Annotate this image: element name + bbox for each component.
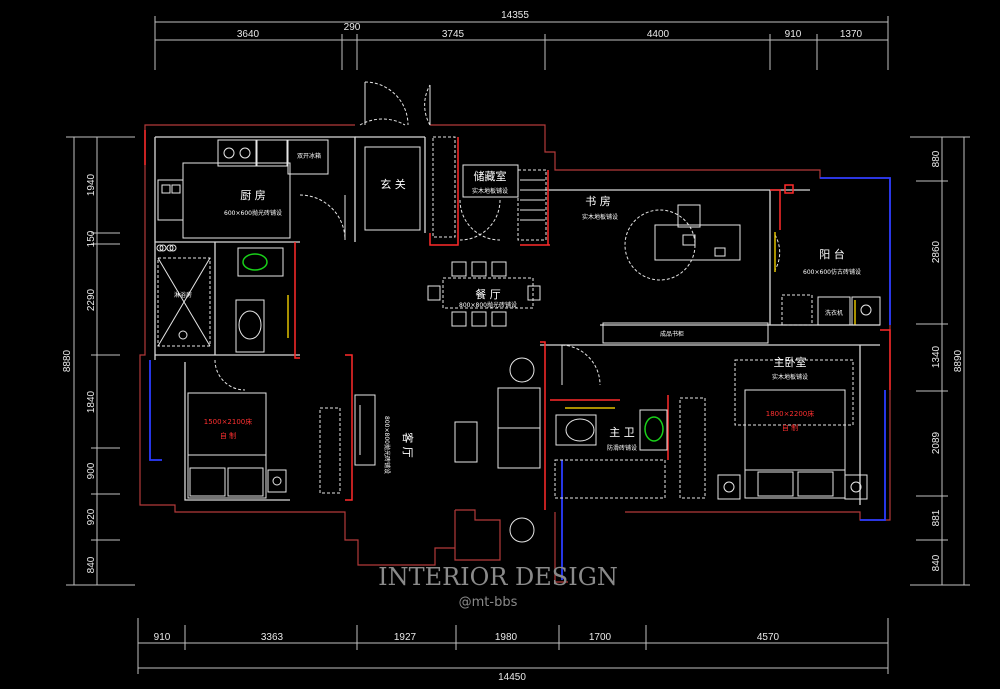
- bottom-dimension-lines: [137, 618, 889, 674]
- bottom-dimension-4: 1980: [495, 632, 518, 643]
- top-total-dimension: 14355: [501, 10, 529, 21]
- bottom-dimension-1: 910: [154, 632, 171, 643]
- master-bedroom-label: 主卧室: [774, 355, 807, 369]
- left-dimension-5: 900: [86, 462, 97, 479]
- right-dimension-1: 880: [931, 150, 942, 167]
- left-dimension-3: 2290: [86, 288, 97, 311]
- study-floor-note: 实木地板铺设: [582, 213, 618, 221]
- study-label: 书 房: [585, 195, 611, 208]
- bed-2-size-label: 1800×2200床: [766, 409, 815, 418]
- entrance-label: 玄 关: [380, 177, 406, 191]
- balcony-floor-note: 600×600仿古砖铺设: [803, 268, 861, 276]
- balcony-label: 阳 台: [819, 247, 845, 261]
- doors: [214, 81, 856, 409]
- master-bedroom-fixtures: [717, 359, 868, 500]
- bottom-dimension-6: 4570: [757, 632, 780, 643]
- bedroom-1-fixtures: [187, 392, 287, 499]
- dining-floor-note: 800×800抛光砖铺设: [459, 301, 517, 309]
- interior-walls: [154, 136, 880, 505]
- storage-shelf-lines: [520, 179, 545, 221]
- left-dimension-lines: [66, 136, 135, 586]
- right-dimension-3: 1340: [931, 345, 942, 368]
- right-dimension-2: 2860: [931, 240, 942, 263]
- left-dimension-2: 150: [86, 230, 97, 247]
- storage-floor-note: 实木地板铺设: [472, 187, 508, 195]
- dining-fixtures: [427, 261, 541, 383]
- watermark-title: INTERIOR DESIGN: [378, 563, 618, 591]
- bottom-dimension-3: 1927: [394, 632, 417, 643]
- washer-label: 洗衣机: [825, 309, 843, 317]
- kitchen-floor-note: 600×600抛光砖铺设: [224, 209, 282, 217]
- shower-room-fixtures: [157, 244, 284, 353]
- right-dimension-lines: [910, 136, 970, 586]
- kitchen-fixtures: [156, 139, 329, 252]
- right-dimension-5: 881: [931, 509, 942, 526]
- left-dimension-1: 1940: [86, 173, 97, 196]
- entrance-fixtures: [364, 136, 547, 241]
- bed-1-note: 自 制: [220, 431, 236, 440]
- living-room-label: 客 厅: [401, 432, 415, 458]
- balcony-fixtures: [781, 294, 881, 326]
- storage-label: 储藏室: [474, 169, 507, 183]
- left-dimension-6: 920: [86, 508, 97, 525]
- dining-label: 餐 厅: [475, 287, 501, 301]
- red-partition-walls: [144, 130, 891, 510]
- bottom-dimension-2: 3363: [261, 632, 284, 643]
- left-total-dimension: 8880: [62, 349, 73, 372]
- top-dimension-6: 1370: [840, 29, 863, 40]
- right-dimension-4: 2089: [931, 431, 942, 454]
- living-room-floor-note: 800×800抛光砖铺设: [383, 416, 391, 474]
- study-fixtures: [602, 204, 769, 344]
- top-dimension-3: 3745: [442, 29, 465, 40]
- top-dimension-2: 290: [344, 22, 361, 33]
- bottom-dimension-5: 1700: [589, 632, 612, 643]
- bed-2-note: 自 制: [782, 423, 798, 432]
- right-total-dimension: 8890: [953, 349, 964, 372]
- exterior-walls: [139, 124, 891, 583]
- master-bedroom-floor-note: 实木地板铺设: [772, 373, 808, 381]
- master-bath-label: 主 卫: [609, 426, 635, 439]
- top-dimension-4: 4400: [647, 29, 670, 40]
- living-room-fixtures: [319, 387, 541, 543]
- watermark-handle: @mt-bbs: [459, 595, 518, 610]
- top-dimension-1: 3640: [237, 29, 260, 40]
- left-dimension-4: 1840: [86, 390, 97, 413]
- master-bath-floor-note: 防滑砖铺设: [607, 444, 637, 452]
- bottom-total-dimension: 14450: [498, 672, 526, 683]
- bookshelf-label: 成品书柜: [660, 330, 684, 338]
- right-dimension-6: 840: [931, 554, 942, 571]
- left-dimension-7: 840: [86, 556, 97, 573]
- master-bath-fixtures: [554, 397, 706, 499]
- top-dimension-5: 910: [785, 29, 802, 40]
- shower-room-label: 淋浴房: [174, 291, 192, 299]
- bed-1-size-label: 1500×2100床: [204, 417, 253, 426]
- fridge-label: 双开冰箱: [297, 152, 321, 160]
- top-dimension-lines: [154, 16, 889, 70]
- kitchen-label: 厨 房: [240, 189, 266, 202]
